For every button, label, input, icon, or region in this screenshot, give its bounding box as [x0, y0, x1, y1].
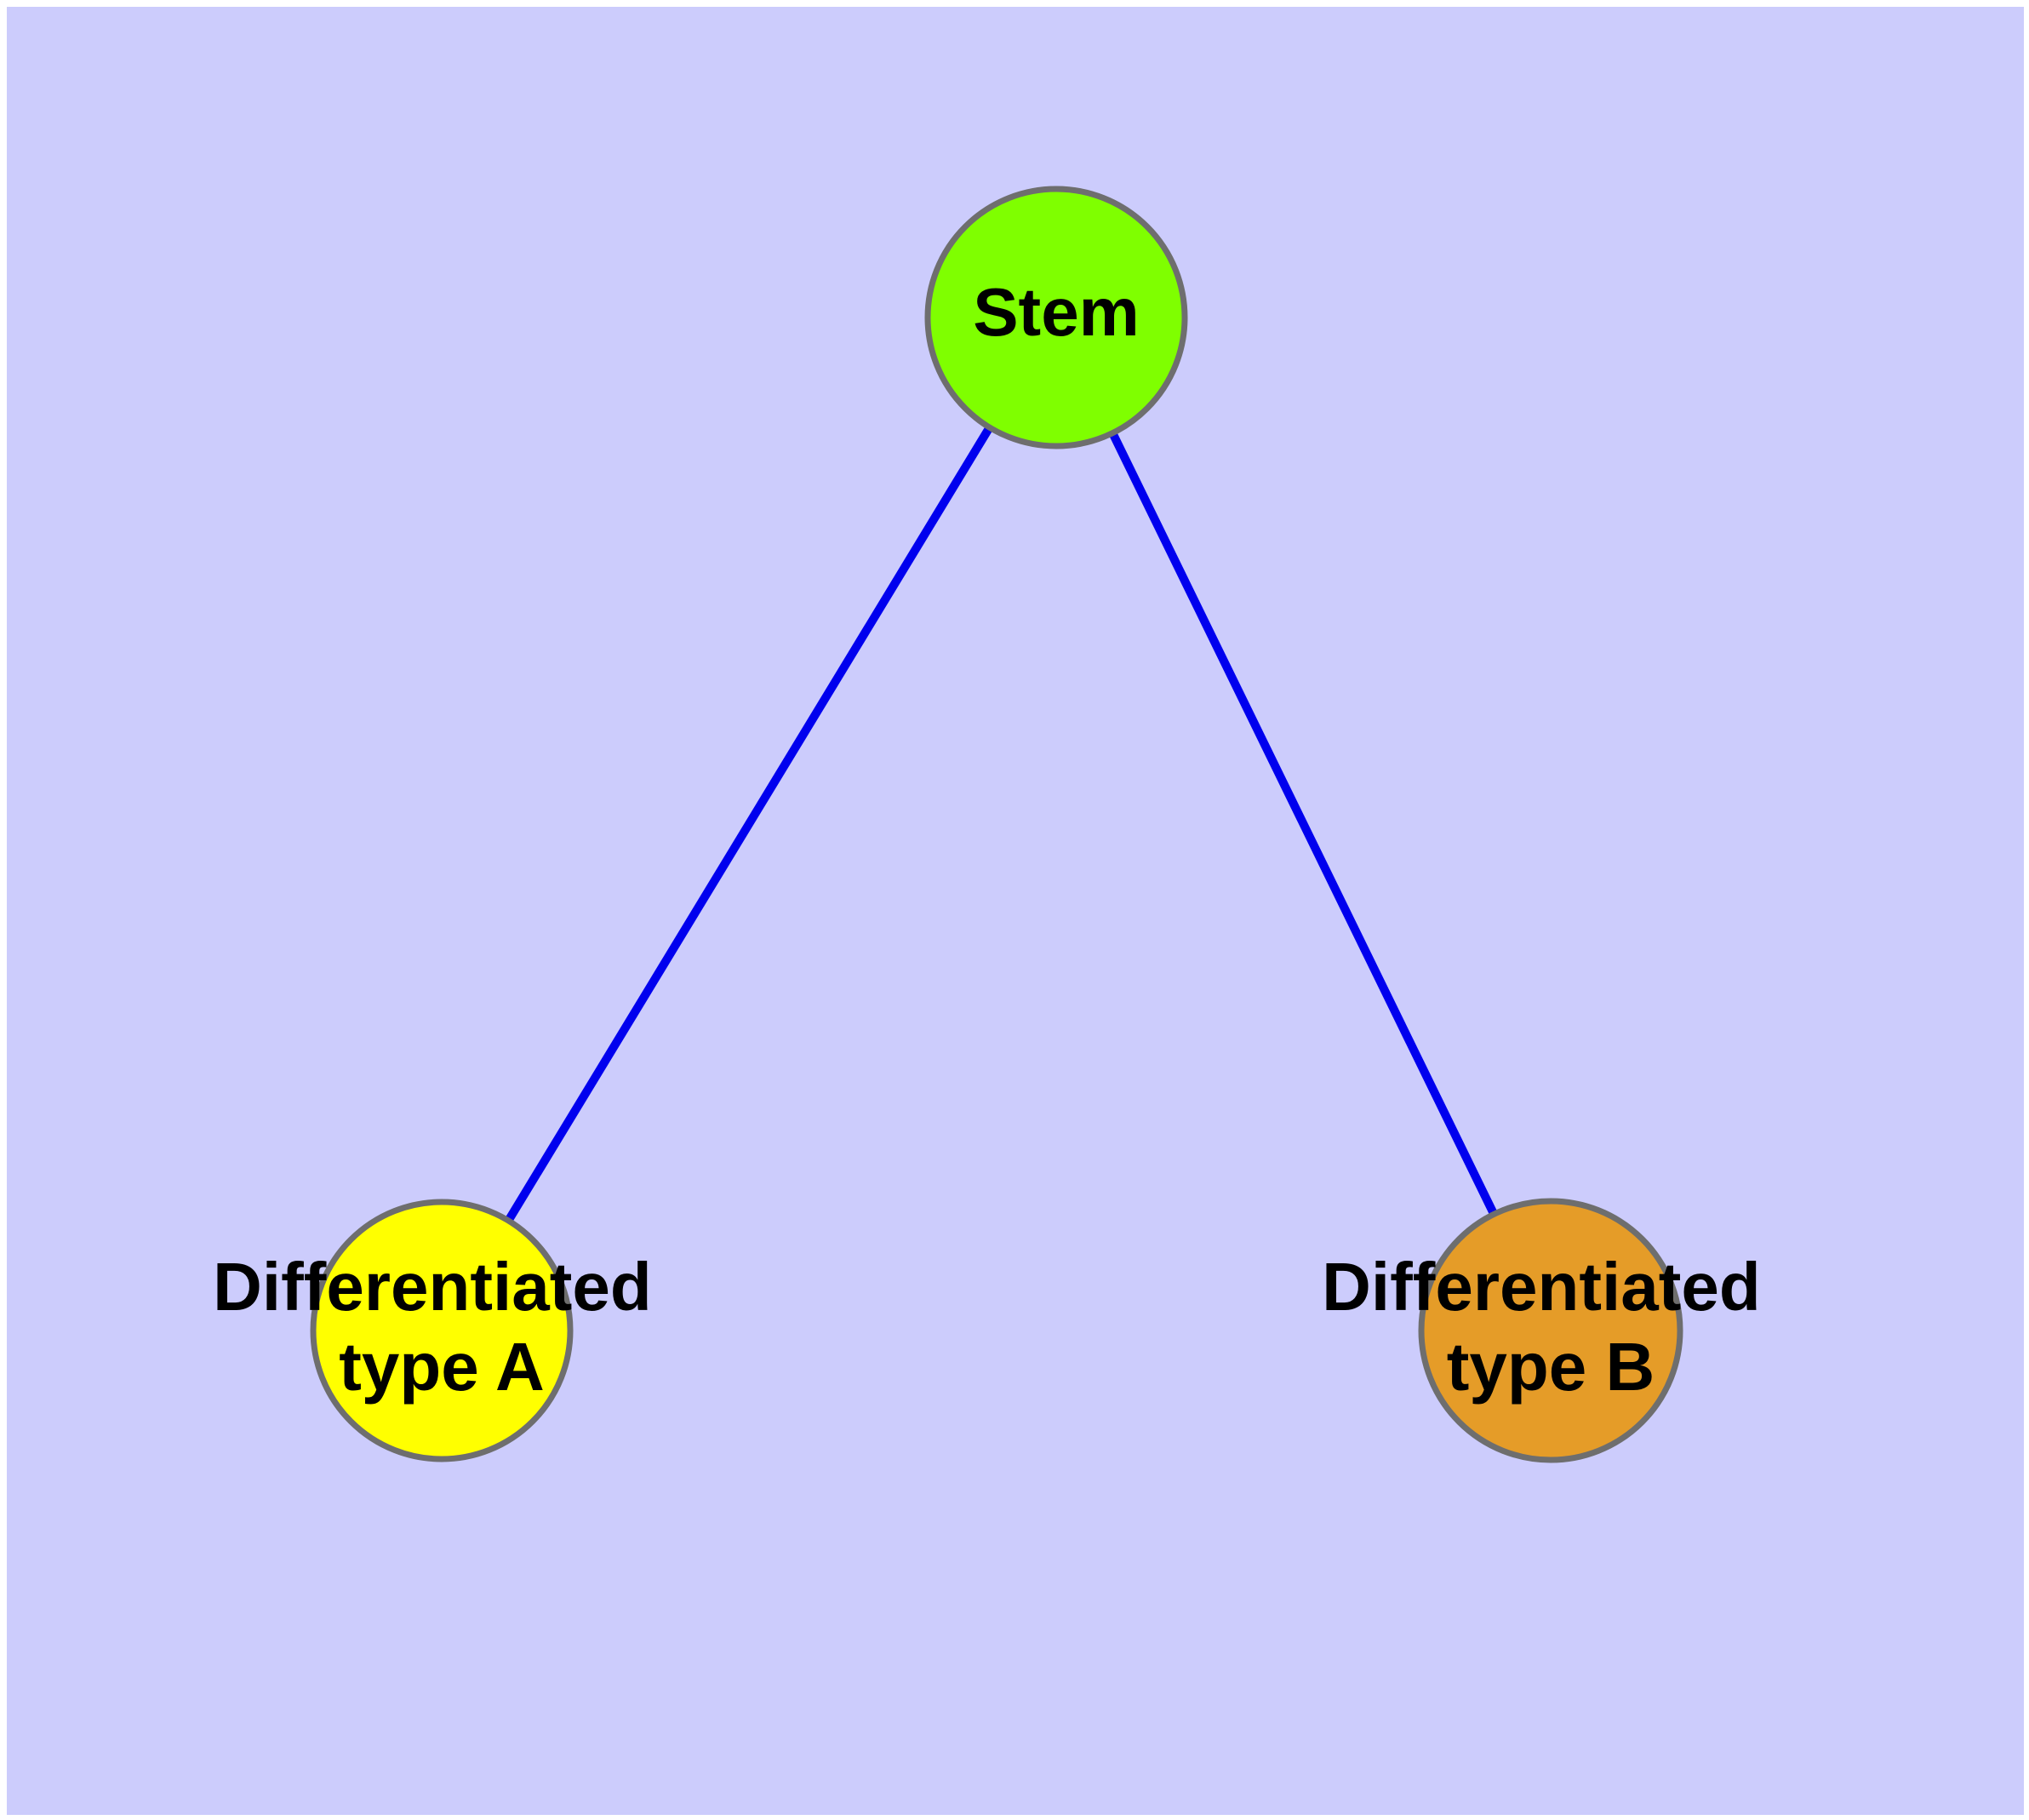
- label-layer: Stem Differentiated type A Differentiate…: [213, 274, 1780, 1405]
- node-stem-label-line-1: Stem: [973, 274, 1140, 350]
- node-differentiated-type-b-label-line-2: type B: [1447, 1329, 1655, 1405]
- node-differentiated-type-b-circle[interactable]: [1418, 1198, 1683, 1463]
- edge-stem-to-differentiated-type-a[interactable]: [437, 315, 1060, 1333]
- node-stem-circle[interactable]: [924, 186, 1188, 449]
- edge-layer: [437, 315, 1555, 1333]
- node-differentiated-type-b-label: Differentiated type B: [1322, 1249, 1780, 1405]
- node-differentiated-type-a-circle[interactable]: [310, 1199, 574, 1462]
- node-stem-label: Stem: [973, 274, 1140, 350]
- node-differentiated-type-a-label-line-2: type A: [339, 1329, 545, 1405]
- node-differentiated-type-b-label-line-1: Differentiated: [1322, 1249, 1761, 1325]
- node-differentiated-type-a-label: Differentiated type A: [213, 1249, 671, 1405]
- node-layer: [310, 186, 1683, 1463]
- node-differentiated-type-a-label-line-1: Differentiated: [213, 1249, 652, 1325]
- edge-stem-to-differentiated-type-b[interactable]: [1052, 315, 1555, 1333]
